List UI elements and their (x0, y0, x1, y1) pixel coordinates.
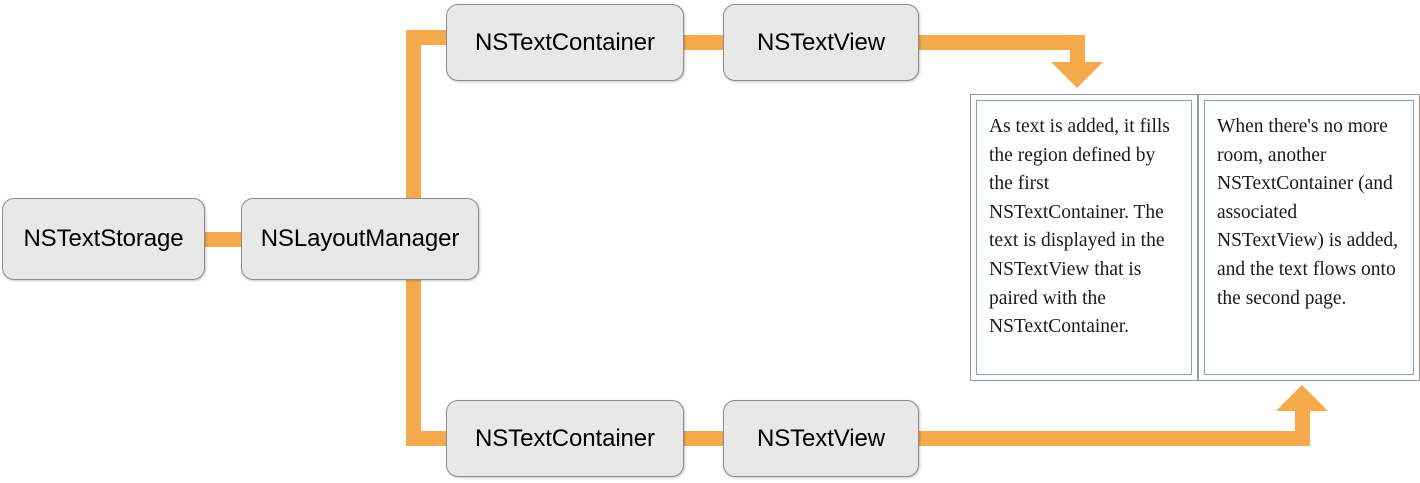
connector-top-container-to-view (680, 35, 736, 50)
arrow-down-icon (1051, 62, 1103, 88)
node-nstextcontainer-bottom-label: NSTextContainer (475, 424, 655, 452)
node-nstextview-top[interactable]: NSTextView (723, 4, 919, 81)
node-nslayoutmanager[interactable]: NSLayoutManager (241, 198, 479, 280)
page-panel-second-inner: When there's no more room, another NSTex… (1204, 100, 1414, 375)
connector-storage-to-layout (200, 232, 248, 247)
node-nstextview-top-label: NSTextView (757, 28, 885, 56)
page-panel-first-text: As text is added, it fills the region de… (989, 116, 1170, 338)
node-nslayoutmanager-label: NSLayoutManager (260, 225, 460, 252)
node-nstextstorage[interactable]: NSTextStorage (2, 198, 205, 280)
node-nstextview-bottom-label: NSTextView (757, 424, 885, 452)
connector-bottom-container-to-view (680, 431, 736, 446)
connector-bottom-view-to-page (914, 431, 1310, 446)
node-nstextcontainer-top-label: NSTextContainer (475, 28, 655, 56)
page-panel-second-text: When there's no more room, another NSTex… (1217, 116, 1399, 309)
node-nstextcontainer-bottom[interactable]: NSTextContainer (446, 400, 684, 477)
connector-top-drop-vertical (1070, 35, 1085, 69)
node-nstextstorage-label: NSTextStorage (23, 225, 184, 252)
page-panel-first[interactable]: As text is added, it fills the region de… (970, 94, 1198, 381)
page-panel-first-inner: As text is added, it fills the region de… (976, 100, 1192, 375)
connector-bottom-rise-vertical (1295, 409, 1310, 446)
node-nstextview-bottom[interactable]: NSTextView (723, 400, 919, 477)
node-nstextcontainer-top[interactable]: NSTextContainer (446, 4, 684, 81)
arrow-up-icon (1276, 385, 1328, 411)
page-panel-second[interactable]: When there's no more room, another NSTex… (1198, 94, 1420, 381)
connector-trunk-vertical-upper (406, 30, 421, 232)
connector-trunk-vertical-lower (406, 247, 421, 446)
connector-top-view-to-page (914, 35, 1085, 50)
